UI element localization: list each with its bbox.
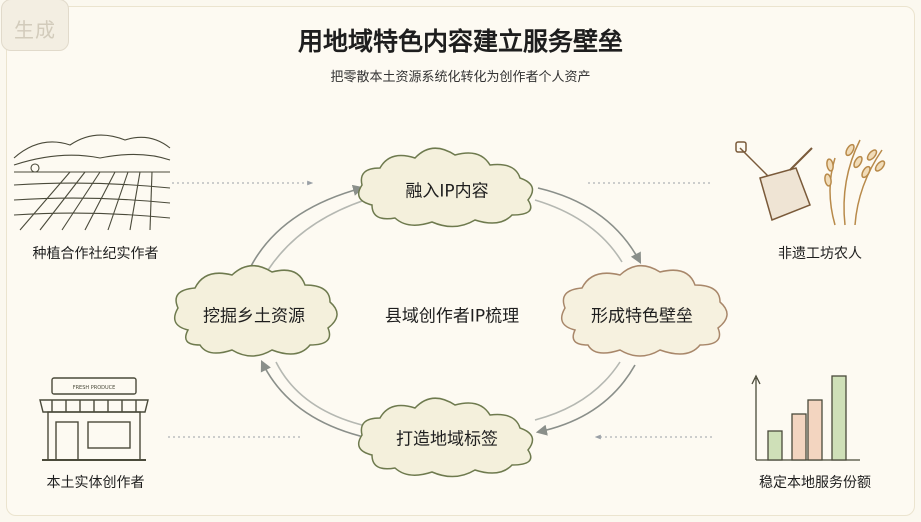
farmland-icon — [13, 134, 171, 231]
arrow-right-to-bottom — [535, 364, 636, 436]
label-top-right: 非遗工坊农人 — [778, 246, 862, 262]
growth-bar-chart-icon — [751, 374, 860, 461]
node-right-label: 形成特色壁垒 — [591, 306, 693, 327]
shop-front-icon — [39, 377, 149, 461]
node-left-cloud — [173, 265, 338, 357]
shop-sign-text: FRESH PRODUCE — [73, 385, 116, 391]
node-top-cloud — [357, 147, 534, 228]
label-bottom-left: 本土实体创作者 — [46, 475, 145, 491]
arrow-bottom-to-left-inner — [275, 361, 367, 427]
corner-tag: 生成 — [1, 0, 69, 51]
arrow-right-to-bottom-inner — [534, 361, 621, 421]
cycle-arrows — [249, 184, 642, 439]
arrow-top-to-right — [537, 187, 642, 264]
arrow-bottom-to-left — [260, 359, 369, 439]
bar-3 — [807, 399, 823, 461]
node-bottom-cloud — [357, 397, 534, 478]
node-top-label: 融入IP内容 — [405, 181, 489, 202]
center-label: 县域创作者IP梳理 — [384, 306, 520, 327]
bar-4 — [831, 375, 847, 461]
page-title: 用地域特色内容建立服务壁垒 — [297, 27, 623, 56]
label-top-left: 种植合作社纪实作者 — [32, 246, 159, 262]
node-bottom-label: 打造地域标签 — [396, 429, 498, 450]
arrow-left-to-top — [249, 184, 365, 269]
node-left-label: 挖掘乡土资源 — [203, 306, 305, 327]
node-right-cloud — [560, 265, 728, 357]
bar-1 — [767, 430, 783, 461]
label-bottom-right: 稳定本地服务份额 — [759, 475, 871, 491]
tools-and-wheat-icon — [735, 139, 886, 226]
arrow-top-to-right-inner — [534, 199, 623, 263]
arrow-left-to-top-inner — [267, 199, 366, 271]
dotted-connectors — [168, 180, 712, 440]
bar-2 — [791, 413, 807, 461]
page-subtitle: 把零散本土资源系统化转化为创作者个人资产 — [330, 70, 591, 85]
